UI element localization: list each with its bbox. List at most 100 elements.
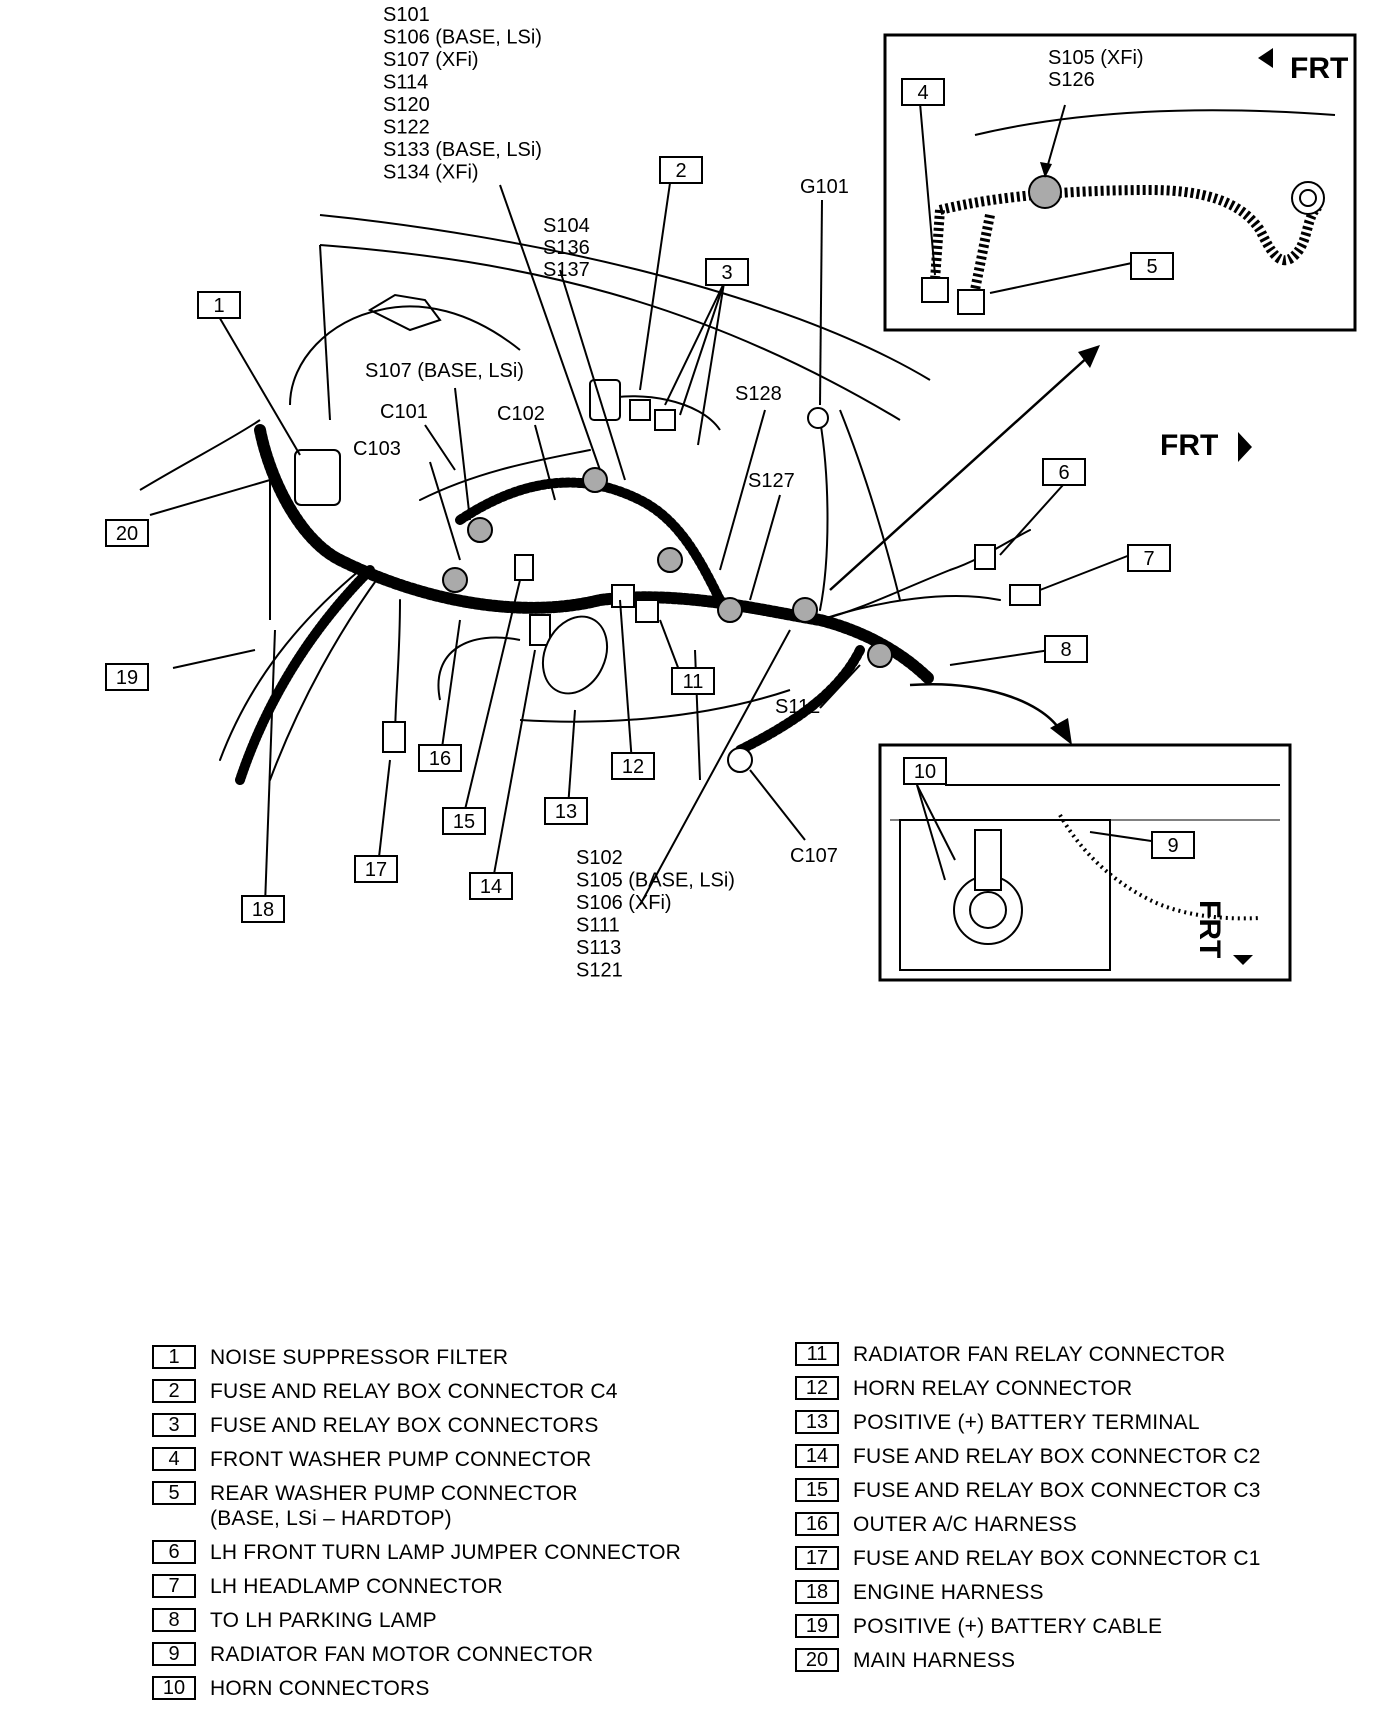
legend-item-5: 5 REAR WASHER PUMP CONNECTOR(BASE, LSi – …: [152, 1481, 681, 1531]
callout-number-6: 6: [1058, 462, 1069, 484]
legend-description: FUSE AND RELAY BOX CONNECTOR C1: [853, 1547, 1261, 1570]
callout-box-17: [354, 855, 398, 883]
callout-box-5: [1130, 252, 1174, 280]
legend-item-16: 16 OUTER A/C HARNESS: [795, 1512, 1261, 1537]
legend-number-11: 11: [795, 1342, 839, 1366]
callout-number-16: 16: [429, 748, 451, 770]
legend-description: OUTER A/C HARNESS: [853, 1513, 1077, 1536]
legend-item-17: 17 FUSE AND RELAY BOX CONNECTOR C1: [795, 1546, 1261, 1571]
splice-label-bottom-5: S121: [576, 960, 623, 982]
legend-right-column: 11 RADIATOR FAN RELAY CONNECTOR 12 HORN REL…: [795, 1342, 1261, 1682]
splice-label-top-6: S133 (BASE, LSi): [383, 139, 542, 161]
legend-description: REAR WASHER PUMP CONNECTOR(BASE, LSi – H…: [210, 1482, 578, 1530]
callout-number-15: 15: [453, 811, 475, 833]
main-frt-label: FRT: [1160, 429, 1218, 462]
callout-box-9: [1151, 831, 1195, 859]
frt-arrow-icon: [1238, 432, 1252, 462]
legend-number-14: 14: [795, 1444, 839, 1468]
legend-number-17: 17: [795, 1546, 839, 1570]
callout-number-17: 17: [365, 859, 387, 881]
legend-item-14: 14 FUSE AND RELAY BOX CONNECTOR C2: [795, 1444, 1261, 1469]
callout-number-8: 8: [1060, 639, 1071, 661]
legend-number-12: 12: [795, 1376, 839, 1400]
legend-number-15: 15: [795, 1478, 839, 1502]
callout-box-11: [671, 667, 715, 695]
splice-label-top-0: S101: [383, 4, 430, 26]
legend-number-1: 1: [152, 1345, 196, 1369]
splice-label-inset-1: S126: [1048, 69, 1095, 91]
splice-label-top-1: S106 (BASE, LSi): [383, 27, 542, 49]
inset-horn: FRT: [878, 743, 1292, 982]
noise-filter-shape: [294, 449, 341, 506]
legend-number-20: 20: [795, 1648, 839, 1672]
callout-box-16: [418, 744, 462, 772]
callout-number-20: 20: [116, 523, 138, 545]
legend-number-18: 18: [795, 1580, 839, 1604]
legend-description: FUSE AND RELAY BOX CONNECTOR C2: [853, 1445, 1261, 1468]
legend-description: NOISE SUPPRESSOR FILTER: [210, 1346, 509, 1369]
legend-description: FUSE AND RELAY BOX CONNECTORS: [210, 1414, 599, 1437]
callout-box-20: [105, 519, 149, 547]
legend-description: FUSE AND RELAY BOX CONNECTOR C4: [210, 1380, 618, 1403]
callout-box-3: [705, 258, 749, 286]
legend-item-12: 12 HORN RELAY CONNECTOR: [795, 1376, 1261, 1401]
legend-description: POSITIVE (+) BATTERY CABLE: [853, 1615, 1163, 1638]
callout-number-11: 11: [683, 671, 704, 693]
legend-number-9: 9: [152, 1642, 196, 1666]
legend-item-1: 1 NOISE SUPPRESSOR FILTER: [152, 1345, 681, 1370]
callout-number-19: 19: [116, 667, 138, 689]
callout-box-2: [659, 156, 703, 184]
splice-label-bottom-4: S113: [576, 937, 621, 959]
callout-box-13: [544, 797, 588, 825]
callout-box-10: [903, 757, 947, 785]
callout-number-13: 13: [555, 801, 577, 823]
legend-item-10: 10 HORN CONNECTORS: [152, 1676, 681, 1701]
legend-item-11: 11 RADIATOR FAN RELAY CONNECTOR: [795, 1342, 1261, 1367]
legend-description: RADIATOR FAN RELAY CONNECTOR: [853, 1343, 1226, 1366]
callout-number-18: 18: [252, 899, 274, 921]
splice-label-top-4: S120: [383, 94, 430, 116]
splice-group-inset: S105 (XFi)S126: [1048, 47, 1144, 91]
legend-number-6: 6: [152, 1540, 196, 1564]
callout-box-8: [1044, 635, 1088, 663]
legend-description: LH FRONT TURN LAMP JUMPER CONNECTOR: [210, 1541, 681, 1564]
legend-description: ENGINE HARNESS: [853, 1581, 1044, 1604]
inset-washer-pumps: FRT: [883, 33, 1357, 332]
legend-description: HORN RELAY CONNECTOR: [853, 1377, 1133, 1400]
callout-box-12: [611, 752, 655, 780]
legend-item-2: 2 FUSE AND RELAY BOX CONNECTOR C4: [152, 1379, 681, 1404]
splice-label-bottom-1: S105 (BASE, LSi): [576, 870, 735, 892]
legend-number-16: 16: [795, 1512, 839, 1536]
label-c107: C107: [790, 845, 838, 867]
callout-number-4: 4: [917, 82, 928, 104]
legend-number-19: 19: [795, 1614, 839, 1638]
splice-label-inset-0: S105 (XFi): [1048, 47, 1144, 69]
inset-frt-label: FRT: [1290, 52, 1348, 85]
legend-number-2: 2: [152, 1379, 196, 1403]
callout-box-18: [241, 895, 285, 923]
splice-label-top-5: S122: [383, 117, 430, 139]
components: [294, 379, 1041, 773]
legend-number-10: 10: [152, 1676, 196, 1700]
legend-description: MAIN HARNESS: [853, 1649, 1016, 1672]
legend-number-5: 5: [152, 1481, 196, 1505]
legend-description: HORN CONNECTORS: [210, 1677, 430, 1700]
legend-number-13: 13: [795, 1410, 839, 1434]
callout-number-2: 2: [675, 160, 686, 182]
legend-number-4: 4: [152, 1447, 196, 1471]
legend-number-8: 8: [152, 1608, 196, 1632]
leader-lines: [149, 102, 1159, 906]
callout-number-14: 14: [480, 876, 502, 898]
callout-number-3: 3: [721, 262, 732, 284]
legend-item-6: 6 LH FRONT TURN LAMP JUMPER CONNECTOR: [152, 1540, 681, 1565]
callout-box-4: [901, 78, 945, 106]
callout-box-15: [442, 807, 486, 835]
